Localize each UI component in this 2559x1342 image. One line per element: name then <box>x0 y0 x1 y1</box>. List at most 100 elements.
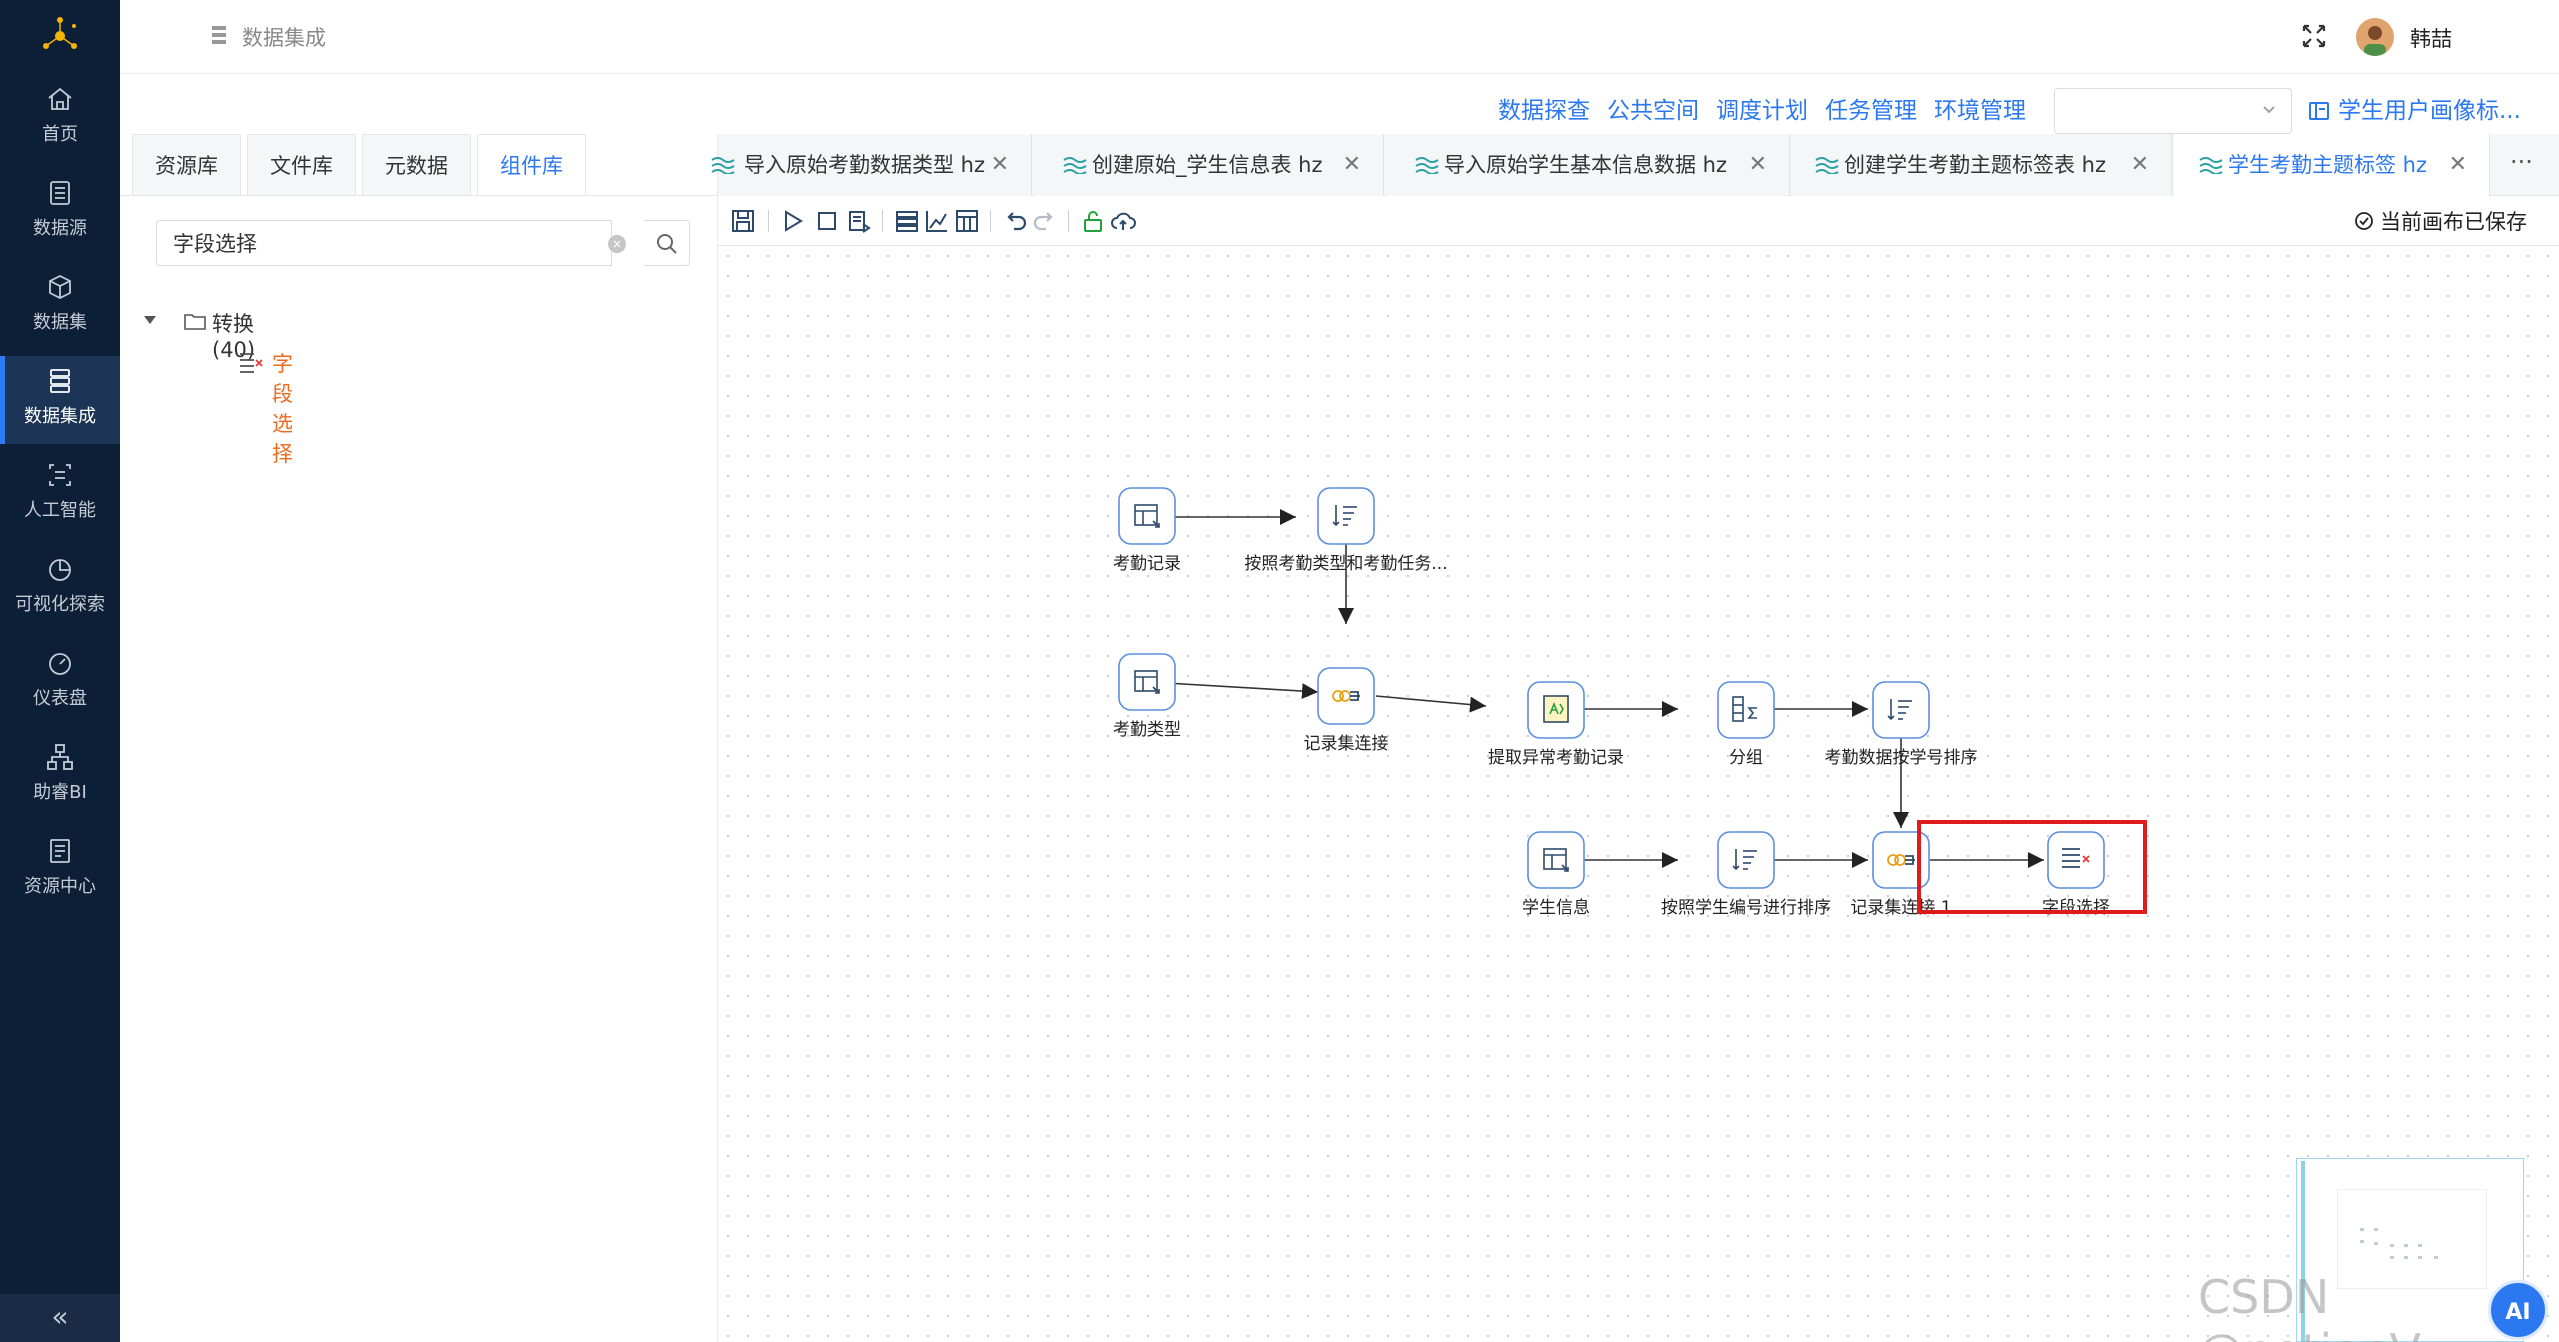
align-rows-icon[interactable] <box>894 208 920 234</box>
watermark: CSDN @potionV <box>2198 1270 2421 1342</box>
fullscreen-icon[interactable] <box>2300 22 2328 50</box>
editor-tab-create-student-info[interactable]: 创建原始_学生信息表 hz ✕ <box>1034 134 1384 196</box>
username[interactable]: 韩喆 <box>2410 27 2452 51</box>
close-icon[interactable]: ✕ <box>2130 152 2149 177</box>
check-circle-icon <box>2355 212 2373 230</box>
link-task-management[interactable]: 任务管理 <box>1825 98 1917 124</box>
component-search-input[interactable] <box>156 220 612 266</box>
close-icon[interactable]: ✕ <box>2448 152 2467 177</box>
nav-item-data-integration[interactable]: 数据集成 <box>0 356 120 444</box>
flow-node-sort-by-student-id[interactable]: 考勤数据按学号排序 <box>1825 681 1978 768</box>
nav-item-dataset[interactable]: 数据集 <box>0 262 120 350</box>
chevron-down-icon <box>2263 106 2275 114</box>
sort-icon <box>1732 849 1757 871</box>
flow-node-attendance-records[interactable]: 考勤记录 <box>1113 487 1181 574</box>
divider <box>1068 210 1069 232</box>
redo-icon[interactable] <box>1032 208 1058 234</box>
nav-item-home[interactable]: 首页 <box>0 74 120 162</box>
editor-tab-import-attendance-type[interactable]: 导入原始考勤数据类型 hz ✕ <box>711 134 1032 196</box>
ai-icon <box>49 464 71 486</box>
join-icon <box>1887 854 1915 866</box>
project-link[interactable]: 学生用户画像标... <box>2308 94 2521 128</box>
flow-node-sort-by-type-task[interactable]: 按照考勤类型和考勤任务... <box>1244 487 1448 574</box>
line-chart-icon[interactable] <box>924 208 950 234</box>
link-data-explore[interactable]: 数据探查 <box>1498 98 1590 124</box>
ai-assistant-button[interactable]: AI <box>2488 1280 2548 1340</box>
flow-edge[interactable] <box>1375 695 1487 713</box>
flow-node-record-join[interactable]: 记录集连接 <box>1304 667 1389 754</box>
editor-tab-attendance-tag[interactable]: 学生考勤主题标签 hz ✕ <box>2174 134 2490 196</box>
flow-node-extract-abnormal[interactable]: 提取异常考勤记录 <box>1488 681 1624 768</box>
link-schedule-plan[interactable]: 调度计划 <box>1716 98 1808 124</box>
close-icon[interactable]: ✕ <box>1748 152 1767 177</box>
top-header: 数据集成 韩喆 <box>120 0 2559 74</box>
editor-tab-label: 创建学生考勤主题标签表 hz <box>1844 153 2107 177</box>
left-nav: 首页 数据源 数据集 数据集成 人工智能 可视化探索 仪表盘 助睿BI 资源中心… <box>0 0 120 1342</box>
tree-item-label: 字段选择 <box>272 352 293 466</box>
minimap-viewport[interactable] <box>2301 1161 2305 1342</box>
nav-label: 可视化探索 <box>15 594 105 615</box>
more-tabs-button[interactable]: ··· <box>2510 148 2533 176</box>
flow-node-label: 考勤记录 <box>1113 554 1181 574</box>
flow-node-sort-by-student-no[interactable]: 按照学生编号进行排序 <box>1661 831 1831 918</box>
gauge-icon <box>49 653 71 675</box>
pie-chart-icon <box>49 559 71 581</box>
transform-icon <box>2199 157 2223 174</box>
app-logo-icon[interactable] <box>38 14 82 58</box>
flow-node-field-select[interactable]: 字段选择 <box>2042 831 2110 918</box>
tab-component-library[interactable]: 组件库 <box>477 134 586 196</box>
nav-item-resource-center[interactable]: 资源中心 <box>0 826 120 914</box>
stop-icon[interactable] <box>814 208 840 234</box>
join-icon <box>1332 690 1360 702</box>
preview-icon[interactable] <box>846 208 872 234</box>
clear-icon[interactable]: × <box>608 235 626 253</box>
unlock-icon[interactable] <box>1080 208 1106 234</box>
table-input-icon <box>1134 504 1160 528</box>
tab-metadata[interactable]: 元数据 <box>362 134 471 196</box>
nav-item-datasource[interactable]: 数据源 <box>0 168 120 256</box>
flow-edge[interactable] <box>1148 681 1319 700</box>
nav-item-ai[interactable]: 人工智能 <box>0 450 120 538</box>
editor-tab-label: 导入原始学生基本信息数据 hz <box>1444 153 1728 177</box>
editor-tab-label: 导入原始考勤数据类型 hz <box>744 153 986 177</box>
nav-label: 人工智能 <box>24 500 96 521</box>
run-icon[interactable] <box>780 208 806 234</box>
nav-label: 数据集成 <box>24 406 96 427</box>
divider <box>882 210 883 232</box>
save-icon[interactable] <box>730 208 756 234</box>
tab-file-library[interactable]: 文件库 <box>247 134 356 196</box>
flow-node-student-info[interactable]: 学生信息 <box>1522 831 1590 918</box>
nav-collapse-button[interactable]: « <box>0 1294 120 1342</box>
flow-node-label: 记录集连接 <box>1304 734 1389 754</box>
link-environment-management[interactable]: 环境管理 <box>1934 98 2026 124</box>
table-icon[interactable] <box>954 208 980 234</box>
tab-resource-library[interactable]: 资源库 <box>132 134 241 196</box>
flow-node-attendance-types[interactable]: 考勤类型 <box>1113 653 1181 740</box>
search-button[interactable] <box>644 220 690 266</box>
close-icon[interactable]: ✕ <box>990 152 1009 177</box>
minimap[interactable] <box>2296 1158 2524 1342</box>
editor-tab-create-attendance-tag-table[interactable]: 创建学生考勤主题标签表 hz ✕ <box>1792 134 2172 196</box>
link-public-space[interactable]: 公共空间 <box>1607 98 1699 124</box>
save-status-label: 当前画布已保存 <box>2380 210 2527 234</box>
field-select-icon <box>240 353 263 373</box>
save-status: 当前画布已保存 <box>2354 206 2527 236</box>
nav-item-dashboard[interactable]: 仪表盘 <box>0 638 120 726</box>
tree-folder-label: 转换(40) <box>212 312 256 362</box>
avatar[interactable] <box>2356 18 2394 56</box>
undo-icon[interactable] <box>1002 208 1028 234</box>
flow-node-group-by[interactable]: 分组 <box>1717 681 1775 768</box>
database-icon <box>212 26 226 44</box>
environment-select[interactable] <box>2054 88 2292 134</box>
datasource-icon <box>50 181 70 205</box>
cloud-upload-icon[interactable] <box>1110 208 1136 234</box>
nav-item-zhurui-bi[interactable]: 助睿BI <box>0 732 120 820</box>
flow-node-record-join-1[interactable]: 记录集连接 1 <box>1850 831 1952 918</box>
flow-canvas[interactable]: 考勤记录 按照考勤类型和考勤任务... 考勤类型 记录集连接 提取异常考勤记录 <box>718 246 2559 1342</box>
editor-tab-import-student-basic[interactable]: 导入原始学生基本信息数据 hz ✕ <box>1386 134 1790 196</box>
nav-item-visual-explore[interactable]: 可视化探索 <box>0 544 120 632</box>
caret-down-icon[interactable] <box>144 316 156 324</box>
close-icon[interactable]: ✕ <box>1342 152 1361 177</box>
breadcrumb: 数据集成 <box>242 26 326 50</box>
database-icon <box>50 369 70 393</box>
